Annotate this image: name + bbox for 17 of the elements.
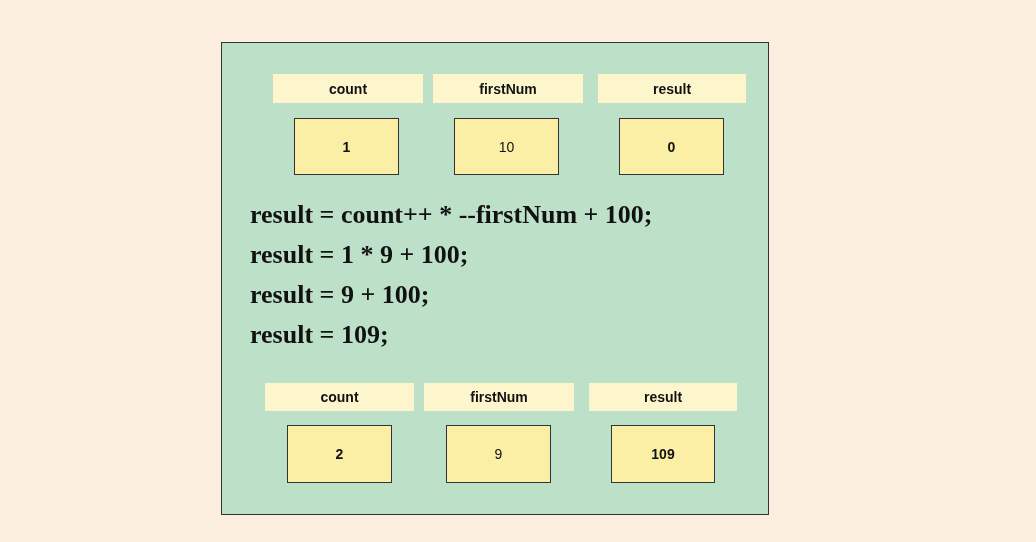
panel-background bbox=[221, 42, 769, 515]
variable-value-box: 2 bbox=[287, 425, 392, 483]
code-line: result = 109; bbox=[250, 320, 389, 350]
variable-name-label: result bbox=[598, 74, 746, 103]
variable-name-label: count bbox=[273, 74, 423, 103]
variable-name-label: firstNum bbox=[433, 74, 583, 103]
variable-name-label: result bbox=[589, 383, 737, 411]
variable-value-box: 0 bbox=[619, 118, 724, 175]
variable-value-box: 109 bbox=[611, 425, 715, 483]
variable-value-box: 10 bbox=[454, 118, 559, 175]
variable-value-box: 9 bbox=[446, 425, 551, 483]
variable-value-box: 1 bbox=[294, 118, 399, 175]
code-line: result = 9 + 100; bbox=[250, 280, 430, 310]
code-line: result = count++ * --firstNum + 100; bbox=[250, 200, 653, 230]
variable-name-label: firstNum bbox=[424, 383, 574, 411]
code-line: result = 1 * 9 + 100; bbox=[250, 240, 469, 270]
variable-name-label: count bbox=[265, 383, 414, 411]
